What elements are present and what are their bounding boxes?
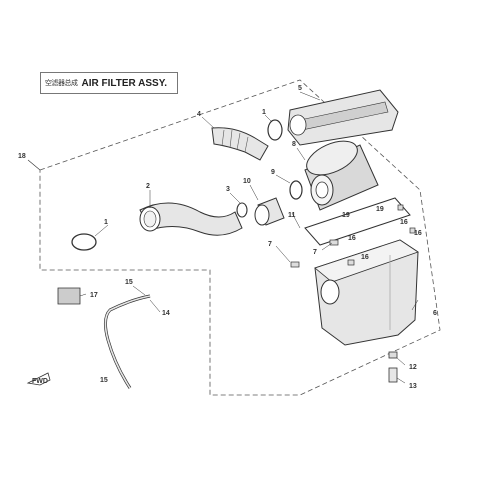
callout-10: 10 [243,178,251,185]
callout-16-c: 16 [361,254,369,261]
callout-14: 14 [162,310,170,317]
callout-17: 17 [90,292,98,299]
callout-12: 12 [409,364,417,371]
callout-18: 18 [18,153,26,160]
fwd-label: FWD [32,378,48,385]
title-english: AIR FILTER ASSY. [81,77,168,89]
title-chinese: 空滤器总成 [45,78,78,87]
callout-13: 13 [409,383,417,390]
part-clamp-left [71,233,97,251]
callout-4: 4 [197,111,201,118]
fwd-direction-icon: FWD [26,372,51,386]
callout-9: 9 [271,169,275,176]
callout-7-a: 7 [268,241,272,248]
callout-15-top: 15 [125,279,133,286]
callout-1-left: 1 [104,219,108,226]
callout-2: 2 [146,183,150,190]
callout-1-top: 1 [262,109,266,116]
part-filter-element [304,140,379,211]
callout-6: 6 [433,310,437,317]
part-drain-valve [388,351,398,383]
part-intake-duct [211,127,269,161]
part-gasket [304,197,411,246]
callout-7-b: 7 [313,249,317,256]
callout-16-d: 16 [414,230,422,237]
callout-19-a: 19 [342,212,350,219]
callout-11: 11 [288,212,296,219]
callout-15-bottom: 15 [100,377,108,384]
part-clamp-3 [236,202,248,218]
part-curved-hose [139,202,243,236]
part-fasteners [290,204,416,268]
callout-19-b: 19 [376,206,384,213]
part-coupling-10 [254,197,285,226]
leader-lines [79,91,419,384]
callout-16-b: 16 [348,235,356,242]
part-clamp-9 [289,180,303,200]
diagram-title: 空滤器总成 AIR FILTER ASSY. [40,72,178,94]
part-label-plate [57,287,81,305]
leader-18 [27,159,41,171]
part-air-box-base [314,239,419,346]
callout-8: 8 [292,141,296,148]
callout-16-a: 16 [400,219,408,226]
part-air-box-cover [287,89,399,146]
callout-5: 5 [298,85,302,92]
part-clamp-top [267,119,283,141]
callout-3: 3 [226,186,230,193]
